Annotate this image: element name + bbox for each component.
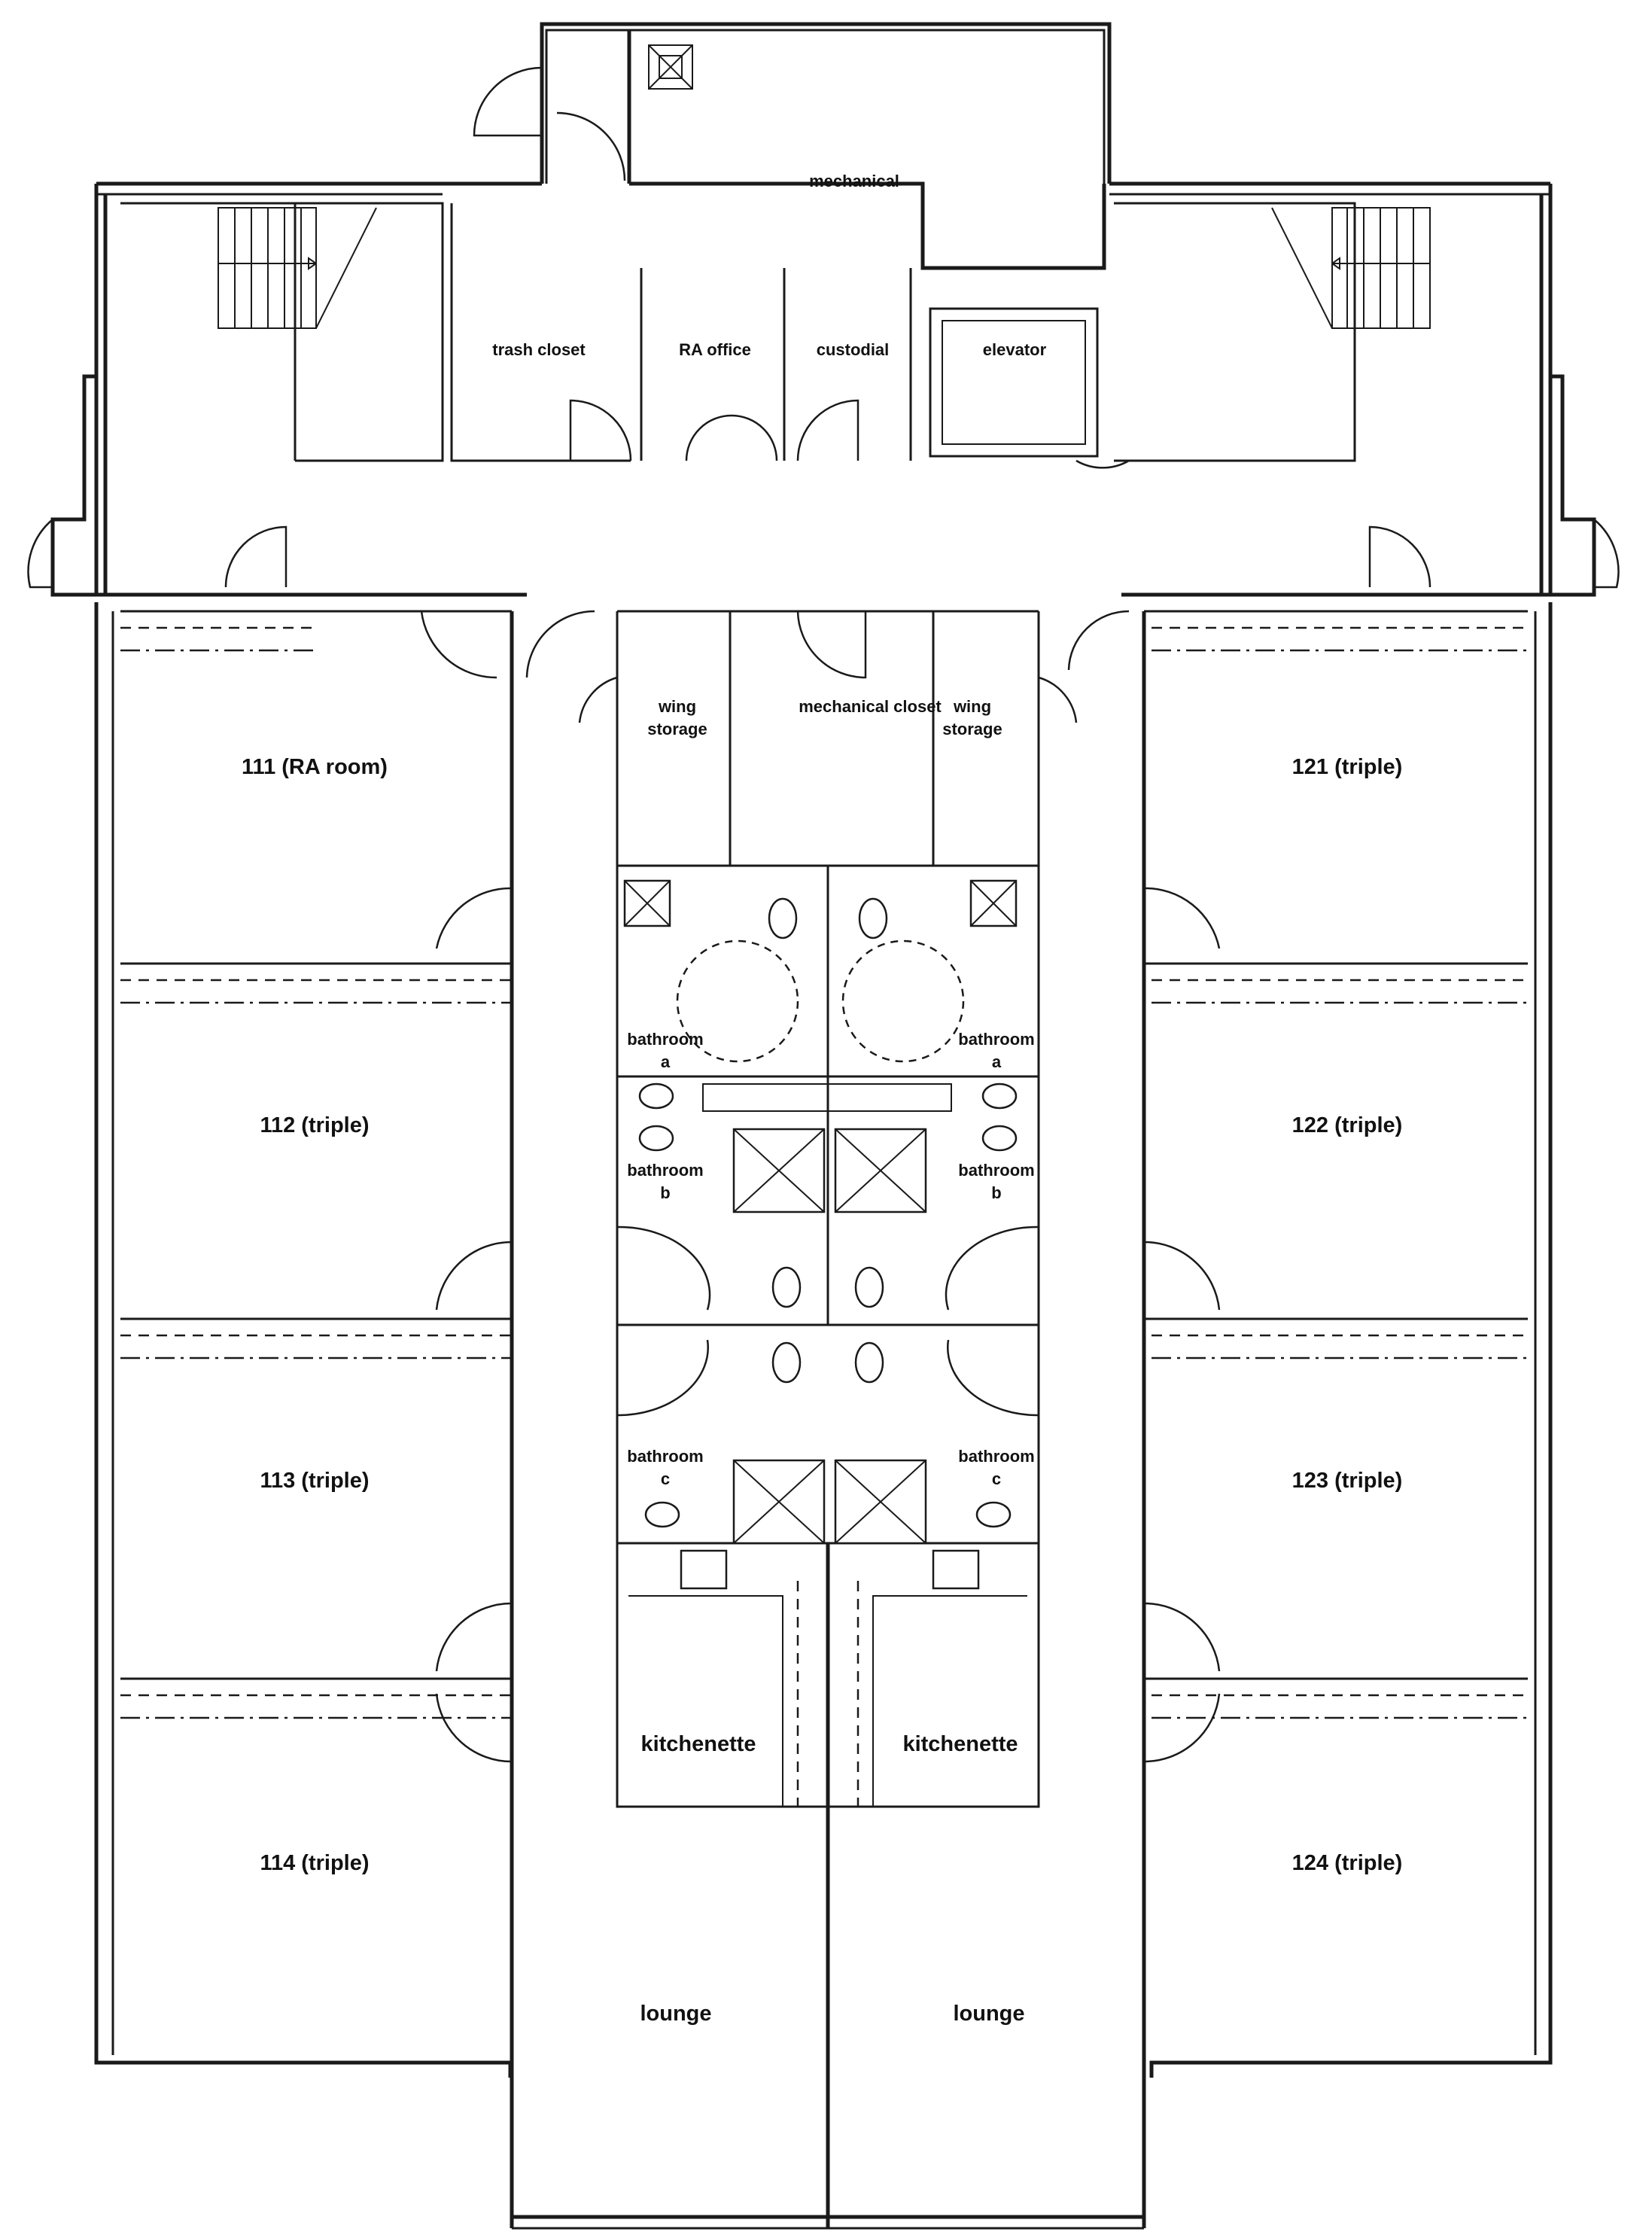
label-room-114: 114 (triple) — [260, 1851, 369, 1875]
north-door-swings — [27, 66, 1620, 589]
label-room-124: 124 (triple) — [1292, 1851, 1403, 1875]
label-bathroom-c-left-2: c — [661, 1469, 670, 1488]
label-bathroom-b-right-2: b — [991, 1183, 1001, 1202]
label-lounge-left: lounge — [640, 2002, 711, 2026]
label-wing-storage-left-1: wing — [658, 697, 696, 716]
label-bathroom-a-right-2: a — [992, 1052, 1002, 1071]
left-wing-walls — [94, 602, 595, 2228]
label-wing-storage-right-2: storage — [942, 720, 1002, 738]
label-bathroom-a-left-1: bathroom — [627, 1030, 703, 1049]
label-bathroom-b-left-1: bathroom — [627, 1161, 703, 1180]
label-trash-closet: trash closet — [492, 340, 586, 359]
label-bathroom-b-left-2: b — [660, 1183, 670, 1202]
label-room-113: 113 (triple) — [260, 1469, 369, 1493]
label-bathroom-c-right-1: bathroom — [958, 1447, 1034, 1466]
label-bathroom-c-right-2: c — [992, 1469, 1001, 1488]
label-custodial: custodial — [817, 340, 890, 359]
label-mechanical: mechanical — [809, 172, 899, 190]
right-wing-walls — [1067, 602, 1553, 2228]
label-room-123: 123 (triple) — [1292, 1469, 1403, 1493]
label-room-112: 112 (triple) — [260, 1113, 369, 1137]
label-wing-storage-right-1: wing — [953, 697, 991, 716]
label-room-121: 121 (triple) — [1292, 755, 1403, 779]
label-bathroom-b-right-1: bathroom — [958, 1161, 1034, 1180]
core-walls — [512, 610, 1144, 2230]
label-room-122: 122 (triple) — [1292, 1113, 1403, 1137]
labels: mechanical trash closet RA office custod… — [242, 172, 1402, 2026]
label-wing-storage-left-2: storage — [647, 720, 707, 738]
label-bathroom-c-left-1: bathroom — [627, 1447, 703, 1466]
label-elevator: elevator — [983, 340, 1047, 359]
service-block-walls — [50, 22, 1596, 597]
label-ra-office: RA office — [679, 340, 751, 359]
label-room-111: 111 (RA room) — [242, 755, 388, 779]
label-lounge-right: lounge — [953, 2002, 1024, 2026]
label-bathroom-a-left-2: a — [661, 1052, 671, 1071]
label-mechanical-closet: mechanical closet — [799, 697, 942, 716]
label-kitchenette-left: kitchenette — [640, 1732, 756, 1756]
label-kitchenette-right: kitchenette — [902, 1732, 1018, 1756]
label-bathroom-a-right-1: bathroom — [958, 1030, 1034, 1049]
